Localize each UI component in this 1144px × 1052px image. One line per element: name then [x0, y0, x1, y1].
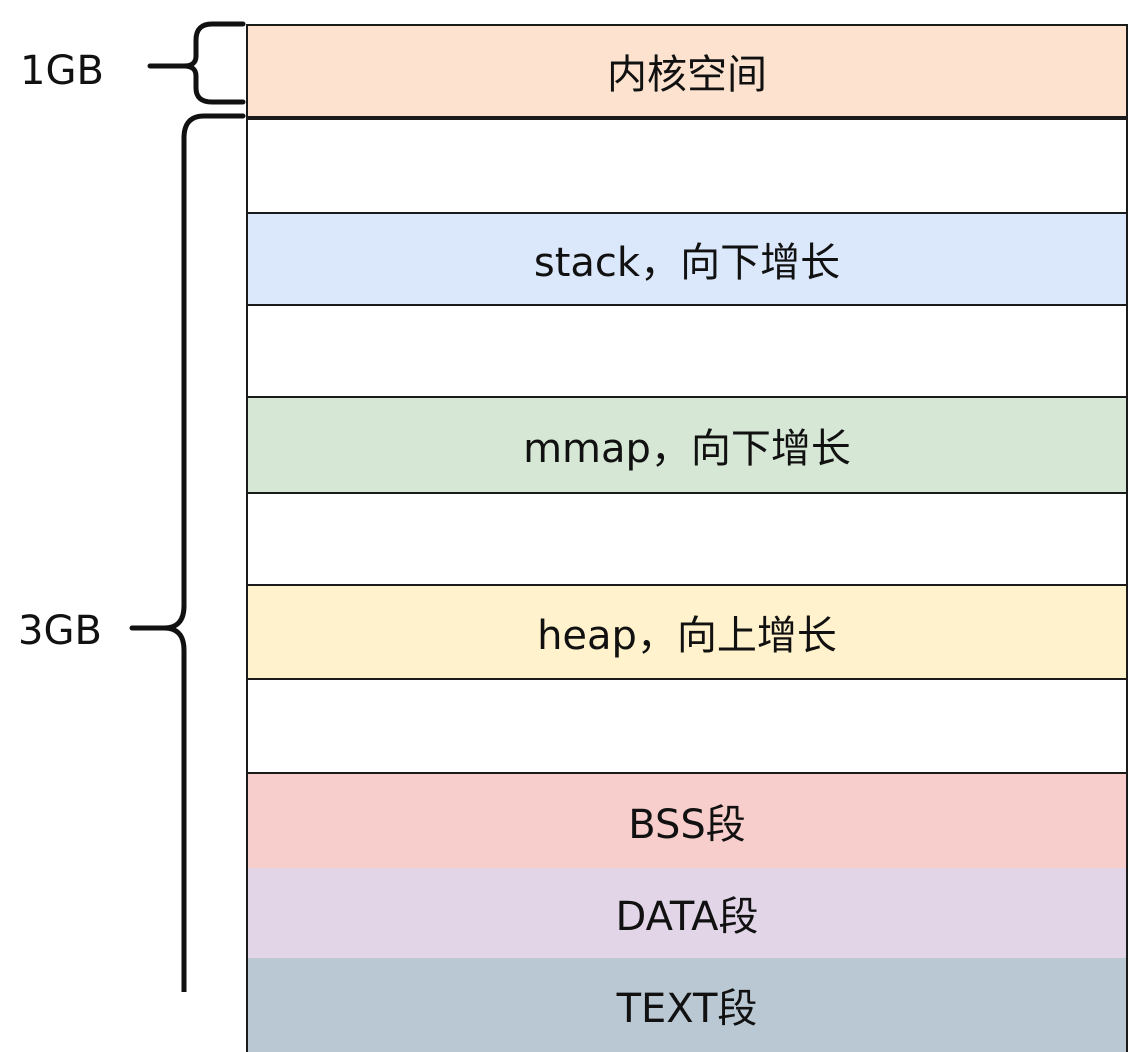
segment-gap-2 — [246, 306, 1128, 398]
size-label-1gb: 1GB — [20, 48, 104, 94]
segment-text: TEXT段 — [246, 958, 1128, 1052]
brace-1gb — [147, 21, 246, 105]
segment-gap-3 — [246, 494, 1128, 586]
segment-data: DATA段 — [246, 868, 1128, 958]
segment-stack: stack，向下增长 — [246, 214, 1128, 306]
size-braces — [129, 21, 246, 992]
segment-gap-4 — [246, 680, 1128, 774]
memory-layout: 内核空间 stack，向下增长 mmap，向下增长 heap，向上增长 BSS段… — [246, 24, 1128, 1052]
segment-heap: heap，向上增长 — [246, 586, 1128, 680]
segment-gap-1 — [246, 118, 1128, 214]
segment-mmap: mmap，向下增长 — [246, 398, 1128, 494]
brace-3gb — [129, 113, 246, 992]
size-label-3gb: 3GB — [18, 608, 102, 654]
segment-bss: BSS段 — [246, 774, 1128, 868]
segment-kernel-space: 内核空间 — [246, 24, 1128, 118]
